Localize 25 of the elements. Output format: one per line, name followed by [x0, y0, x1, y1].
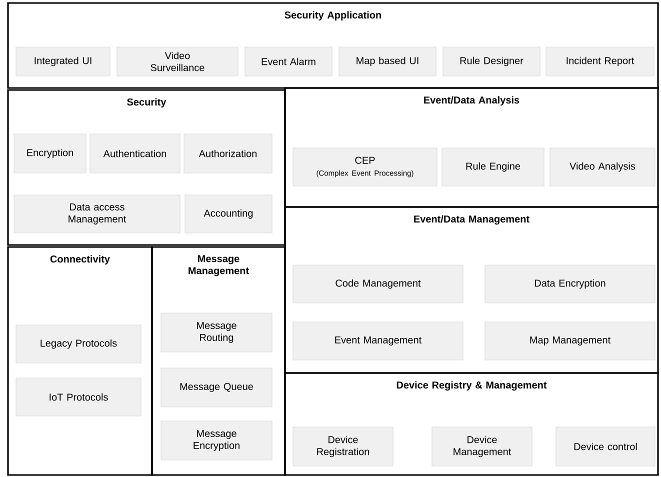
- module-box: Device Registration: [292, 426, 394, 466]
- module-box: Code Management: [292, 264, 464, 304]
- module-box: Incident Report: [546, 46, 654, 76]
- module-box: Map based UI: [338, 46, 436, 76]
- module-box: Device Management: [432, 426, 532, 466]
- module-box: Authorization: [184, 134, 272, 174]
- module-box: Rule Engine: [442, 148, 544, 186]
- module-box: Message Encryption: [160, 420, 272, 460]
- module-box: Event Alarm: [244, 46, 332, 76]
- module-box: Device control: [556, 426, 656, 466]
- module-box: Event Management: [292, 322, 464, 360]
- module-box: Legacy Protocols: [16, 324, 142, 364]
- module-box: Map Management: [484, 322, 656, 360]
- module-box: Encryption: [14, 134, 86, 174]
- module-box: Rule Designer: [442, 46, 540, 76]
- module-box: IoT Protocols: [16, 378, 142, 416]
- module-box: Video Surveillance: [116, 46, 238, 76]
- module-box: Message Routing: [160, 312, 272, 352]
- module-box: Video Analysis: [550, 148, 656, 186]
- module-box: Authentication: [90, 134, 180, 174]
- module-box: Data access Management: [14, 194, 180, 234]
- module-box: Integrated UI: [16, 46, 110, 76]
- module-box: Data Encryption: [484, 264, 656, 304]
- module-box: Message Queue: [160, 368, 272, 408]
- module-box: Accounting: [184, 194, 272, 234]
